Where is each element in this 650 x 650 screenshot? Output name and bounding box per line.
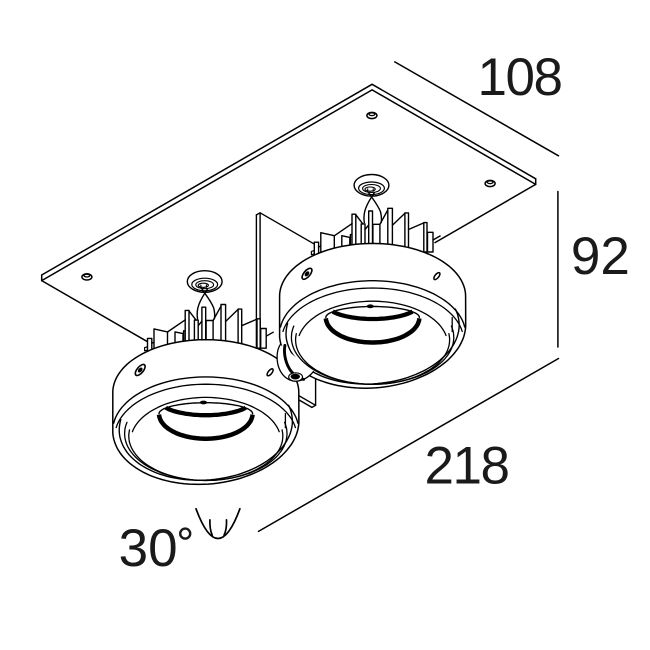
svg-text:30: 30 [119,519,178,578]
svg-text:108: 108 [478,48,562,107]
svg-text:92: 92 [571,227,630,286]
svg-text:218: 218 [425,437,509,496]
